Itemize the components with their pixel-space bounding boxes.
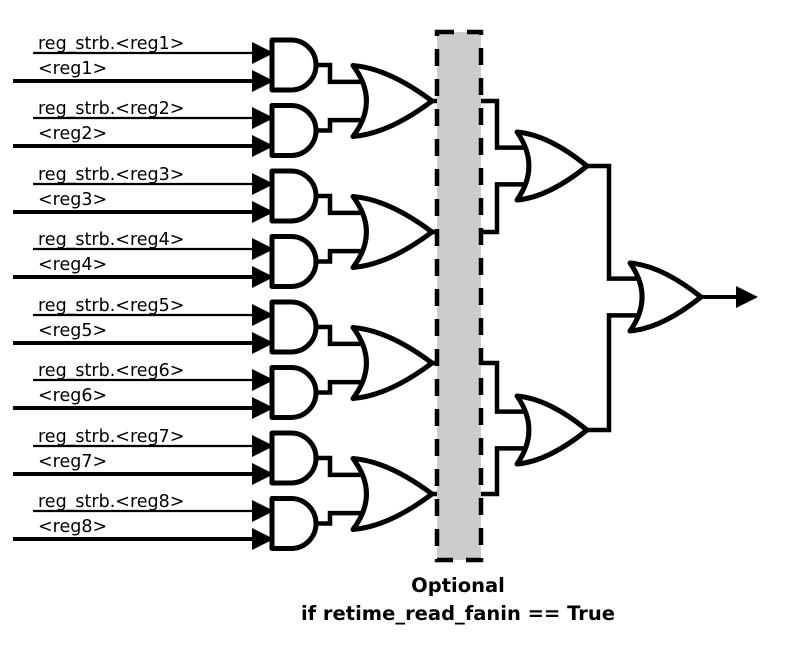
link-retime-to-or-gate-l2-top-top <box>481 98 525 150</box>
input-label-data-4: <reg4> <box>38 255 107 275</box>
link-or-l2-bottom-to-final <box>587 313 638 433</box>
input-arrow-data-4 <box>252 266 274 288</box>
input-label-data-3: <reg3> <box>38 190 107 210</box>
input-label-strobe-6: reg_strb.<reg6> <box>38 361 184 381</box>
input-arrow-data-6 <box>252 397 274 419</box>
input-label-strobe-5: reg_strb.<reg5> <box>38 296 184 316</box>
input-label-strobe-4: reg_strb.<reg4> <box>38 230 184 250</box>
input-label-strobe-1: reg_strb.<reg1> <box>38 34 184 54</box>
input-arrow-data-1 <box>252 70 274 92</box>
and-gate-reg3[interactable] <box>269 168 319 224</box>
optional-retime-stage[interactable] <box>434 29 484 563</box>
input-arrow-strobe-8 <box>252 500 274 522</box>
link-retime-to-or-gate-l2-bottom-top <box>481 360 525 414</box>
and-gate-reg6[interactable] <box>269 365 319 420</box>
input-arrow-strobe-2 <box>252 107 274 129</box>
link-and-to-or-or-gate-l1-d-top <box>316 455 363 478</box>
or-gate-final[interactable] <box>627 260 704 334</box>
input-arrow-strobe-1 <box>252 42 274 64</box>
or-gate-l1-b[interactable] <box>350 194 435 270</box>
link-and-to-or-or-gate-l1-b-bottom <box>316 248 363 264</box>
input-label-data-6: <reg6> <box>38 386 107 406</box>
input-label-data-1: <reg1> <box>38 59 107 79</box>
and-gate-reg5[interactable] <box>269 299 319 355</box>
input-arrow-strobe-5 <box>252 304 274 326</box>
gate-layer <box>269 37 704 551</box>
interconnect-wire-layer <box>316 62 758 526</box>
link-and-to-or-or-gate-l1-c-top <box>316 324 363 347</box>
link-and-to-or-or-gate-l1-a-top <box>316 62 363 85</box>
and-gate-reg1[interactable] <box>269 37 319 93</box>
or-gate-l1-d[interactable] <box>350 456 435 532</box>
read-fanin-output <box>736 286 758 308</box>
input-label-strobe-7: reg_strb.<reg7> <box>38 427 184 447</box>
input-label-data-8: <reg8> <box>38 517 107 537</box>
link-and-to-or-or-gate-l1-d-bottom <box>316 510 363 526</box>
and-gate-reg2[interactable] <box>269 103 319 158</box>
link-and-to-or-or-gate-l1-c-bottom <box>316 379 363 395</box>
link-and-to-or-or-gate-l1-a-bottom <box>316 117 363 133</box>
and-gate-reg7[interactable] <box>269 430 319 486</box>
or-gate-l1-c[interactable] <box>350 325 435 401</box>
or-gate-l2-bottom[interactable] <box>514 393 590 467</box>
input-label-strobe-3: reg_strb.<reg3> <box>38 165 184 185</box>
input-label-data-5: <reg5> <box>38 321 107 341</box>
input-arrow-strobe-7 <box>252 435 274 457</box>
link-retime-to-or-gate-l2-top-bottom <box>481 182 525 235</box>
caption-line-condition: if retime_read_fanin == True <box>301 602 615 625</box>
input-arrow-strobe-4 <box>252 238 274 260</box>
caption-line-optional: Optional <box>411 574 505 597</box>
retime-region-layer <box>434 29 484 563</box>
input-label-strobe-8: reg_strb.<reg8> <box>38 492 184 512</box>
input-wire-layer <box>13 42 274 550</box>
link-or-l2-top-to-final <box>587 163 638 281</box>
input-label-data-2: <reg2> <box>38 124 107 144</box>
input-arrow-data-2 <box>252 135 274 157</box>
and-gate-reg8[interactable] <box>269 496 319 551</box>
input-arrow-data-5 <box>252 332 274 354</box>
or-gate-l1-a[interactable] <box>350 63 435 139</box>
link-retime-to-or-gate-l2-bottom-bottom <box>481 446 525 497</box>
input-label-strobe-2: reg_strb.<reg2> <box>38 99 184 119</box>
input-arrow-strobe-3 <box>252 173 274 195</box>
link-and-to-or-or-gate-l1-b-top <box>316 193 363 216</box>
input-arrow-data-7 <box>252 463 274 485</box>
and-gate-reg4[interactable] <box>269 234 319 289</box>
or-gate-l2-top[interactable] <box>514 129 590 203</box>
signal-label-layer: reg_strb.<reg1> <reg1> reg_strb.<reg2> <reg… <box>38 34 184 537</box>
input-arrow-strobe-6 <box>252 369 274 391</box>
input-arrow-data-3 <box>252 201 274 223</box>
input-label-data-7: <reg7> <box>38 452 107 472</box>
input-arrow-data-8 <box>252 528 274 550</box>
